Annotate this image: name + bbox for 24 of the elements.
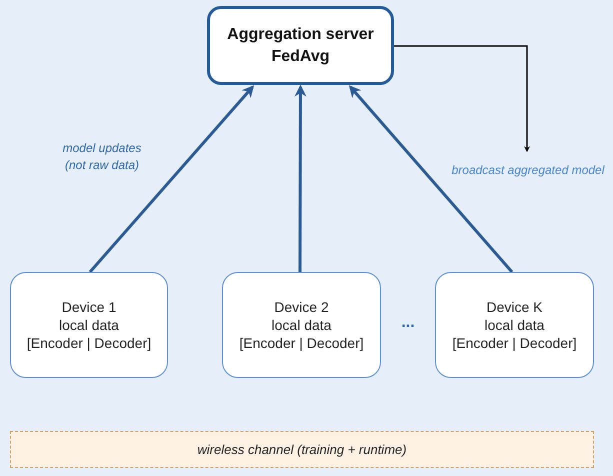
node-text: Device K — [486, 298, 543, 316]
node-text: Device 2 — [274, 298, 329, 316]
node-text: FedAvg — [271, 46, 330, 66]
node-text: [Encoder | Decoder] — [26, 334, 152, 352]
node-text: Aggregation server — [227, 24, 374, 44]
device-box — [222, 272, 381, 378]
node-text: local data — [272, 316, 332, 334]
edge-annotation: model updates (not raw data) — [62, 140, 142, 174]
node-text: local data — [59, 316, 119, 334]
node-text: Device 1 — [62, 298, 116, 316]
device-box — [10, 272, 168, 378]
ellipsis: ... — [400, 314, 416, 331]
device-box — [435, 272, 594, 378]
node-text: local data — [484, 316, 544, 334]
arrow — [88, 85, 254, 273]
node-text: [Encoder | Decoder] — [239, 334, 364, 352]
arrow — [294, 84, 306, 272]
node-text: wireless channel (training + runtime) — [197, 442, 407, 457]
server-box — [207, 6, 394, 85]
node-text: broadcast aggregated model — [452, 163, 604, 177]
channel-band — [10, 431, 594, 468]
node-text: [Encoder | Decoder] — [452, 334, 577, 352]
arrow — [394, 45, 530, 152]
arrow — [348, 85, 514, 273]
